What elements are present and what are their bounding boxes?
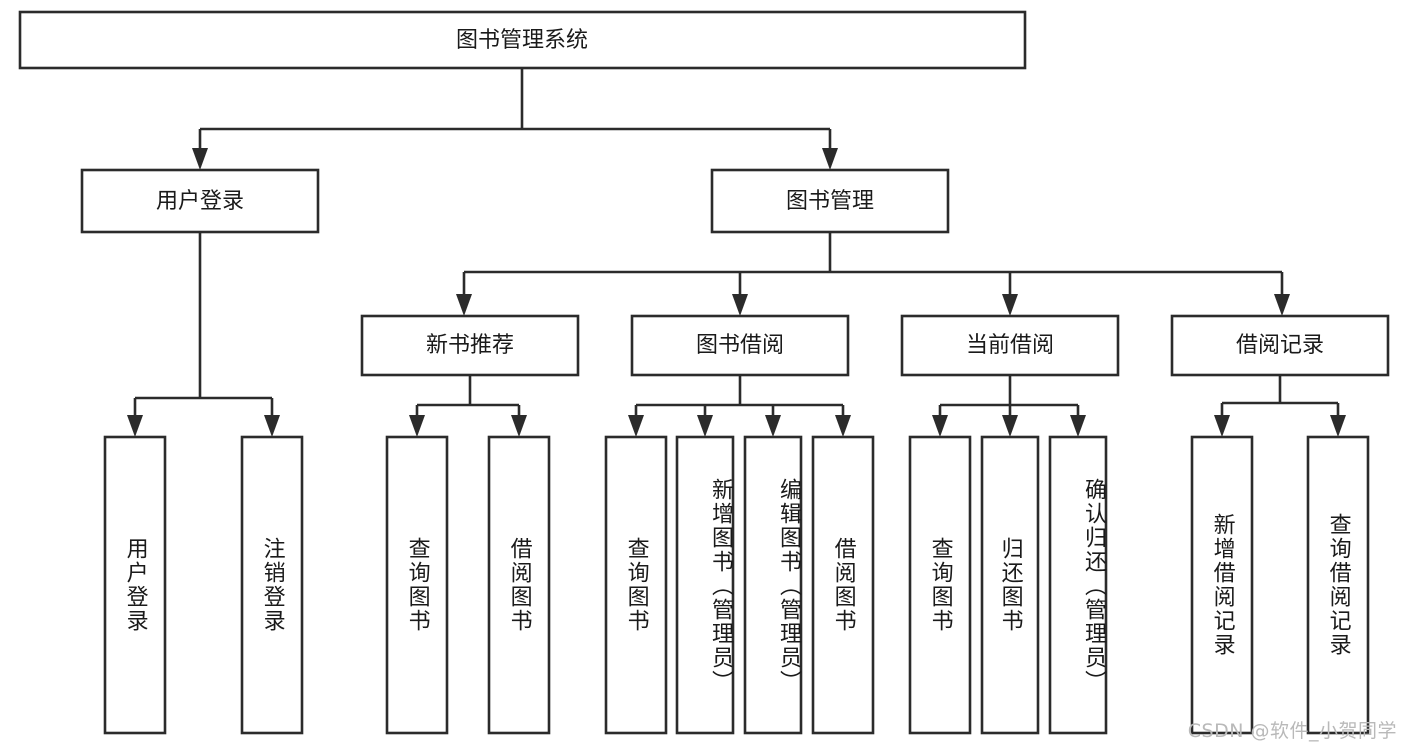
node-new-book-rec[interactable]: 新书推荐	[360, 314, 580, 377]
arrow-head-borrow-record	[1274, 294, 1290, 316]
node-book-borrow-box[interactable]	[630, 314, 850, 377]
node-leaf-logout-box[interactable]	[240, 435, 304, 735]
node-leaf-edit-book-box[interactable]	[743, 435, 803, 735]
node-root-label: 图书管理系统	[456, 28, 588, 53]
edge-group-user-login	[127, 232, 280, 437]
node-leaf-return-book-box[interactable]	[980, 435, 1040, 735]
arrow-head-leaf-logout	[264, 415, 280, 437]
node-leaf-confirm-return-box[interactable]	[1048, 435, 1108, 735]
node-book-borrow-label: 图书借阅	[696, 333, 784, 358]
arrow-head-leaf-add-record	[1214, 415, 1230, 437]
node-book-manage[interactable]: 图书管理	[710, 168, 950, 234]
watermark-text: CSDN @软件_小贺同学	[1187, 720, 1397, 742]
node-user-login[interactable]: 用户登录	[80, 168, 320, 234]
node-leaf-borrow-book-2-box[interactable]	[811, 435, 875, 735]
edge-group-current-borrow	[932, 375, 1086, 437]
arrow-head-leaf-query-record	[1330, 415, 1346, 437]
arrow-head-leaf-user-login	[127, 415, 143, 437]
node-root-box[interactable]	[18, 10, 1027, 70]
node-current-borrow-label: 当前借阅	[966, 333, 1054, 358]
node-user-login-label: 用户登录	[156, 189, 244, 214]
arrow-head-leaf-query-book-1	[409, 415, 425, 437]
node-leaf-add-record-box[interactable]	[1190, 435, 1254, 735]
node-new-book-rec-box[interactable]	[360, 314, 580, 377]
node-root[interactable]: 图书管理系统	[18, 10, 1027, 70]
node-new-book-rec-label: 新书推荐	[426, 333, 514, 358]
arrow-head-book-borrow	[732, 294, 748, 316]
arrow-head-leaf-query-book-2	[628, 415, 644, 437]
arrow-head-leaf-edit-book	[765, 415, 781, 437]
arrow-head-leaf-borrow-book-2	[835, 415, 851, 437]
node-book-manage-box[interactable]	[710, 168, 950, 234]
edge-group-root	[192, 68, 838, 170]
node-current-borrow[interactable]: 当前借阅	[900, 314, 1120, 377]
node-leaf-query-book-3-box[interactable]	[908, 435, 972, 735]
node-leaf-borrow-book-1-box[interactable]	[487, 435, 551, 735]
arrow-head-new-book-rec	[456, 294, 472, 316]
arrow-head-user-login	[192, 148, 208, 170]
arrow-head-leaf-borrow-book-1	[511, 415, 527, 437]
node-borrow-record-label: 借阅记录	[1236, 333, 1324, 358]
arrow-head-leaf-query-book-3	[932, 415, 948, 437]
node-leaf-query-book-2-box[interactable]	[604, 435, 668, 735]
node-leaf-add-book-box[interactable]	[675, 435, 735, 735]
node-leaf-query-book-1-box[interactable]	[385, 435, 449, 735]
node-user-login-box[interactable]	[80, 168, 320, 234]
node-borrow-record[interactable]: 借阅记录	[1170, 314, 1390, 377]
edge-group-book-manage	[456, 232, 1290, 316]
node-book-manage-label: 图书管理	[786, 189, 874, 214]
edge-group-new-book-rec	[409, 375, 527, 437]
node-leaf-user-login-box[interactable]	[103, 435, 167, 735]
arrow-head-book-manage	[822, 148, 838, 170]
edge-group-book-borrow	[628, 375, 851, 437]
node-leaf-query-record-box[interactable]	[1306, 435, 1370, 735]
arrow-head-current-borrow	[1002, 294, 1018, 316]
edge-group-borrow-record	[1214, 375, 1346, 437]
node-borrow-record-box[interactable]	[1170, 314, 1390, 377]
arrow-head-leaf-add-book	[697, 415, 713, 437]
node-book-borrow[interactable]: 图书借阅	[630, 314, 850, 377]
arrow-head-leaf-confirm-return	[1070, 415, 1086, 437]
arrow-head-leaf-return-book	[1002, 415, 1018, 437]
node-current-borrow-box[interactable]	[900, 314, 1120, 377]
